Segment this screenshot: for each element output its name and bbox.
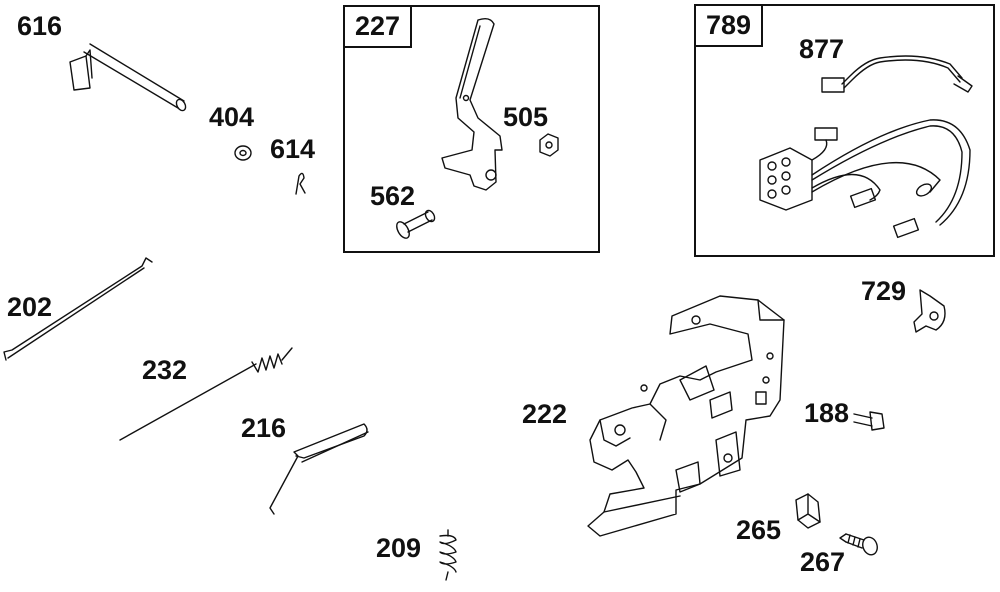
part-216-link <box>269 423 368 515</box>
kit-box-227 <box>343 5 600 253</box>
part-267-screw <box>839 533 878 556</box>
part-404-washer <box>234 145 252 161</box>
label-505: 505 <box>503 102 549 132</box>
label-562: 562 <box>370 181 416 211</box>
label-614: 614 <box>270 134 316 164</box>
part-616-shaft <box>69 43 187 112</box>
part-614-clip <box>295 172 306 195</box>
part-562-pin <box>396 209 436 239</box>
label-188: 188 <box>804 398 850 428</box>
label-216: 216 <box>241 413 287 443</box>
part-877-harness <box>821 55 973 93</box>
label-222: 222 <box>522 399 568 429</box>
label-265: 265 <box>736 515 782 545</box>
kit-box-789 <box>694 4 995 257</box>
label-729: 729 <box>861 276 907 306</box>
part-232-cable <box>119 347 293 441</box>
part-729-plate <box>913 289 946 333</box>
part-505-nut <box>539 133 559 157</box>
part-789-harness <box>759 119 971 239</box>
part-188-bolt <box>853 411 885 431</box>
label-202: 202 <box>7 292 53 322</box>
part-265-clamp <box>795 493 821 529</box>
label-616: 616 <box>17 11 63 41</box>
label-227: 227 <box>345 7 413 48</box>
label-877: 877 <box>799 34 845 64</box>
label-232: 232 <box>142 355 188 385</box>
label-404: 404 <box>209 102 255 132</box>
label-209: 209 <box>376 533 422 563</box>
label-267: 267 <box>800 547 846 577</box>
part-227-lever <box>441 17 503 191</box>
part-222-bracket <box>587 295 785 537</box>
part-202-link <box>3 257 153 361</box>
label-789: 789 <box>696 6 764 47</box>
part-209-spring <box>439 529 457 581</box>
